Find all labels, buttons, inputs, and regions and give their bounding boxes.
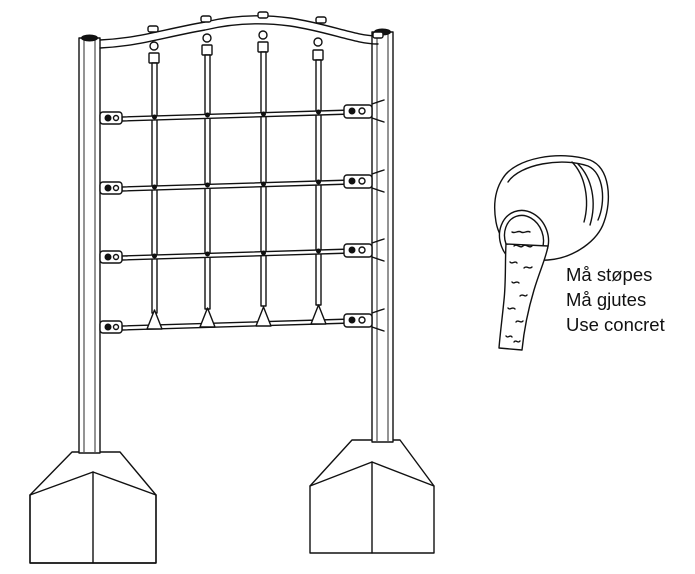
top-arched-rail	[99, 11, 384, 49]
right-post	[371, 28, 394, 443]
left-rope-clamps	[99, 111, 123, 334]
instruction-note-norwegian: Må støpes	[566, 264, 653, 285]
net-knots	[152, 109, 321, 259]
bottom-connectors	[146, 304, 327, 330]
right-rope-clamps	[343, 99, 385, 332]
right-concrete-footing	[309, 439, 435, 554]
left-concrete-footing	[29, 451, 157, 564]
net-horizontal-ropes	[121, 109, 353, 331]
instruction-note-english: Use concret	[566, 314, 665, 335]
instruction-note-swedish: Må gjutes	[566, 289, 647, 310]
left-post	[78, 34, 101, 454]
concrete-bucket-icon	[494, 155, 610, 351]
